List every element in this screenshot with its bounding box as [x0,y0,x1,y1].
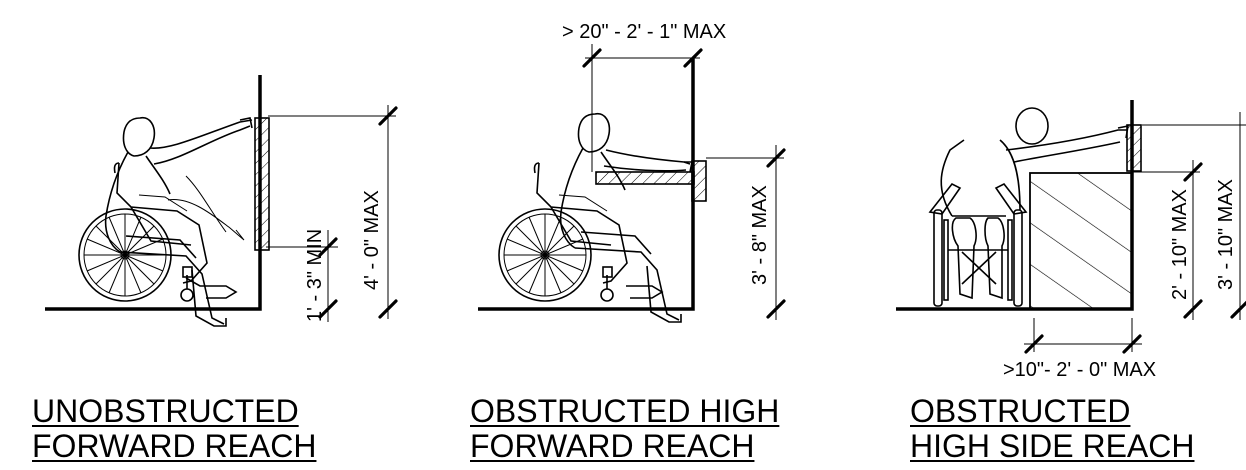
caption-line: FORWARD REACH [470,428,755,464]
caption-line: HIGH SIDE REACH [910,428,1195,464]
caption-line: FORWARD REACH [32,428,317,464]
dim-label-obstruction-height: 2' - 10" MAX [1169,189,1191,300]
caption-line: UNOBSTRUCTED [32,393,299,429]
dim-label-reach-depth: > 20" - 2' - 1" MAX [562,21,726,43]
caption-obstructed-high-forward-reach: OBSTRUCTED HIGH FORWARD REACH [470,394,779,464]
dim-label-max-height: 3' - 8" MAX [749,185,771,285]
dim-label-max-height: 4' - 0" MAX [361,190,383,290]
dim-label-obstruction-depth: >10"- 2' - 0" MAX [1003,359,1156,381]
panel-unobstructed-forward-reach: 4' - 0" MAX 1' - 3" MIN [45,75,398,327]
dim-label-min-height: 1' - 3" MIN [304,229,326,322]
panel-obstructed-high-forward-reach: > 20" - 2' - 1" MAX 3' - 8" MAX [478,21,786,323]
dim-label-max-height: 3' - 10" MAX [1215,179,1237,290]
caption-unobstructed-forward-reach: UNOBSTRUCTED FORWARD REACH [32,394,316,464]
caption-line: OBSTRUCTED HIGH [470,393,780,429]
panel-obstructed-high-side-reach: 3' - 10" MAX 2' - 10" MAX >10"- 2' - 0" … [896,100,1246,381]
caption-line: OBSTRUCTED [910,393,1131,429]
caption-obstructed-high-side-reach: OBSTRUCTED HIGH SIDE REACH [910,394,1194,464]
